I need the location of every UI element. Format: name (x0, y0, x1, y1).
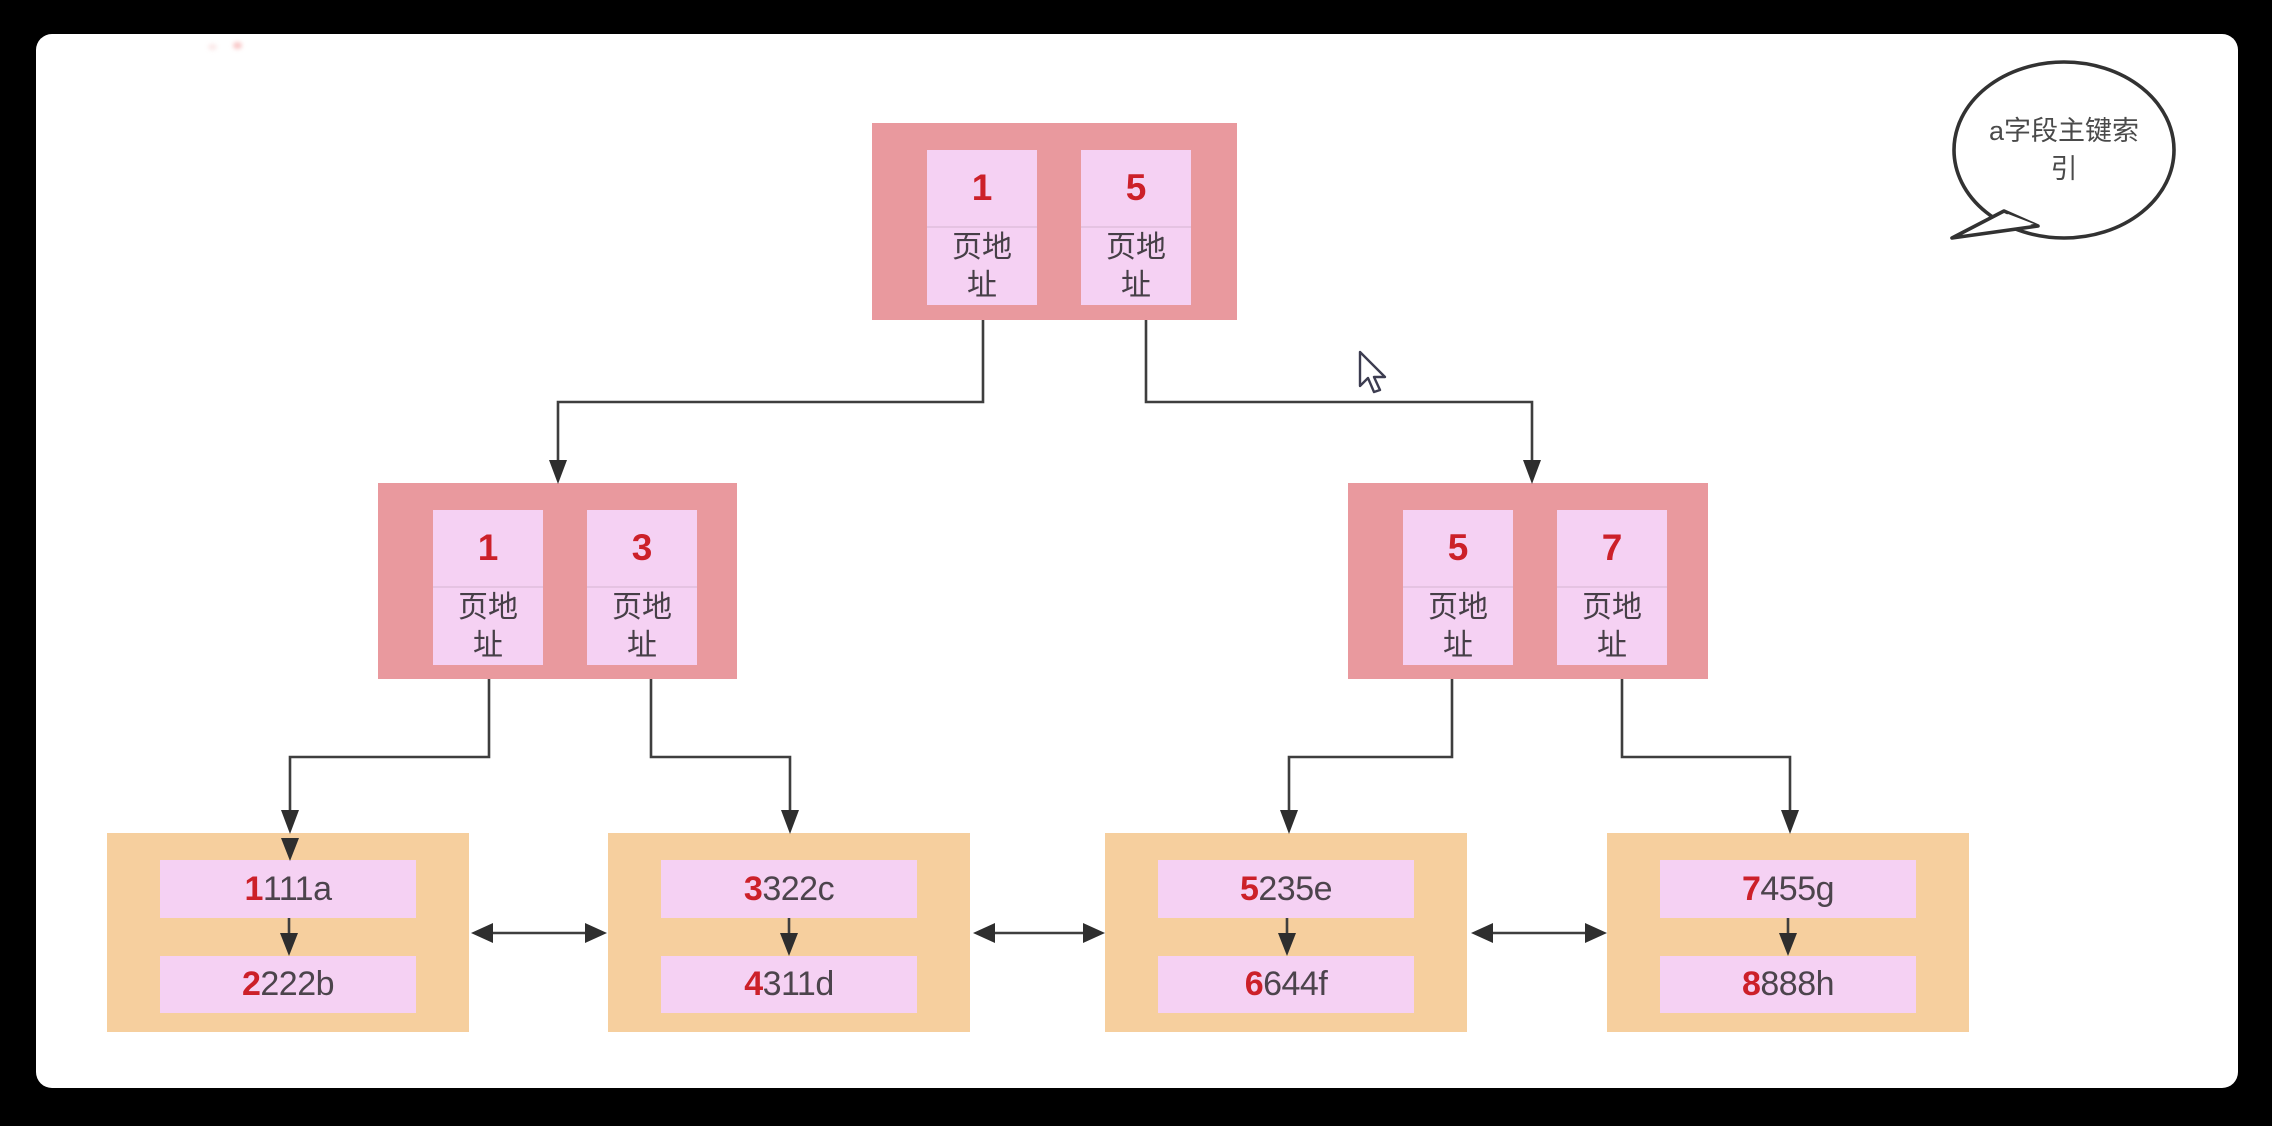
record-value: 455g (1760, 869, 1835, 908)
record-value: 322c (762, 869, 835, 908)
internal-entry-1: 1 页地址 (433, 510, 543, 665)
internal-entry-2: 7 页地址 (1557, 510, 1667, 665)
record-value: 888h (1760, 965, 1835, 1003)
record-key: 8 (1741, 965, 1761, 1003)
record-key: 1 (244, 869, 263, 908)
page-address-label: 页地址 (458, 591, 518, 662)
page-address-label: 页地址 (1106, 231, 1166, 302)
record-key: 5 (1239, 869, 1259, 908)
root-entry-2: 5 页地址 (1081, 150, 1191, 305)
btree-internal-node-left: 1 页地址 3 页地址 (378, 483, 737, 679)
internal-key: 7 (1557, 510, 1667, 588)
page-address-label: 页地址 (612, 591, 672, 662)
root-key: 5 (1081, 150, 1191, 228)
record-key: 3 (743, 869, 763, 908)
artifact-dot (208, 44, 217, 50)
internal-entry-2: 3 页地址 (587, 510, 697, 665)
record-value: 644f (1263, 965, 1328, 1003)
page-address-label: 页地址 (1582, 591, 1642, 662)
page-address-label: 页地址 (952, 231, 1012, 302)
internal-key: 5 (1403, 510, 1513, 588)
record-key: 2 (241, 965, 261, 1003)
record-value: 111a (262, 869, 332, 908)
internal-entry-1: 5 页地址 (1403, 510, 1513, 665)
speech-bubble-text: a字段主键索引 (1962, 96, 2166, 206)
speech-bubble-label: a字段主键索引 (1988, 116, 2140, 184)
root-entry-1: 1 页地址 (927, 150, 1037, 305)
record-key: 6 (1244, 965, 1264, 1003)
record-value: 222b (260, 965, 335, 1003)
record-value: 235e (1258, 869, 1333, 908)
record-key: 7 (1741, 869, 1761, 908)
root-key: 1 (927, 150, 1037, 228)
internal-key: 1 (433, 510, 543, 588)
btree-internal-node-right: 5 页地址 7 页地址 (1348, 483, 1708, 679)
page-address-label: 页地址 (1428, 591, 1488, 662)
record-value: 311d (762, 965, 835, 1003)
record-key: 4 (744, 965, 763, 1003)
artifact-dot (233, 42, 242, 49)
internal-key: 3 (587, 510, 697, 588)
btree-root-node: 1 页地址 5 页地址 (872, 123, 1237, 320)
